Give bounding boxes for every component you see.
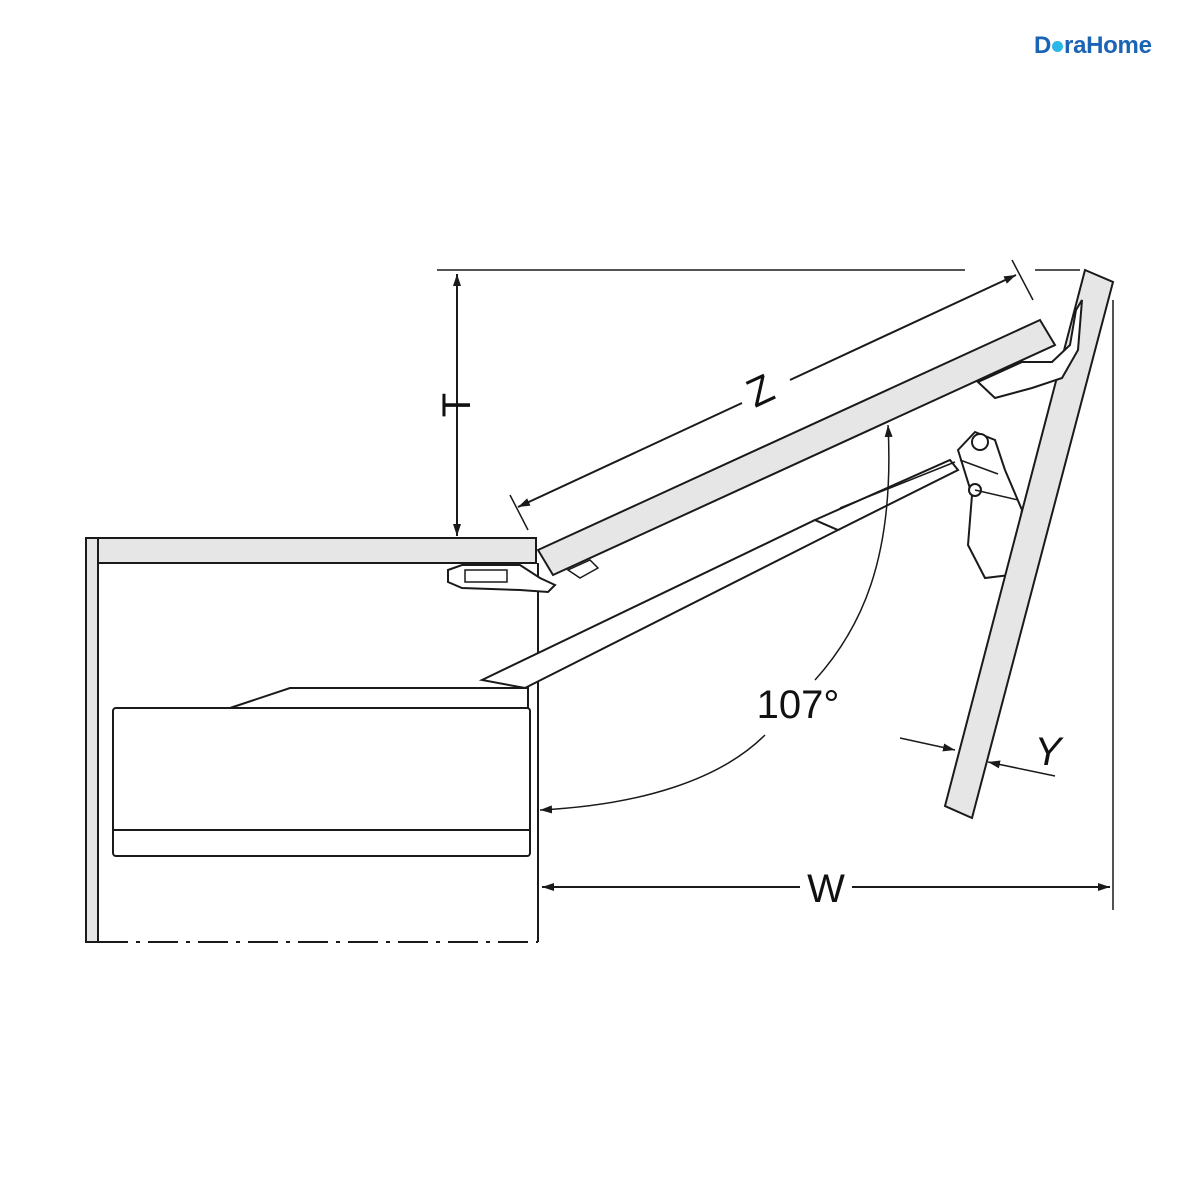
dimension-z-line-right [789,274,1017,381]
lower-flap-panel [943,268,1115,820]
upper-flap-panel [536,318,1057,577]
mechanism-link-2 [959,459,999,475]
dimension-z-label: Z [740,366,781,416]
brand-logo-dot-icon [1052,41,1064,52]
dimension-z-extension-end [1011,259,1034,301]
drawer-front [112,707,531,857]
dimension-y-arrow-right [987,760,1056,777]
top-hinge-plate [464,569,508,583]
cabinet-side-wall [85,537,99,943]
lift-arm-piston-detail [839,461,956,509]
pivot-upper-icon [971,433,989,451]
mechanism-link [974,489,1019,501]
brand-logo-text-start: D [1034,32,1052,59]
dimension-t-label: T [435,393,479,417]
dimension-w-label: W [807,867,845,911]
dimension-z-line [517,402,743,508]
brand-logo-text-end: raHome [1064,32,1152,59]
upper-flap-hinge-clip [566,559,600,579]
cabinet-top-panel [97,537,537,564]
angle-label: 107° [757,683,840,727]
dimension-z-extension-start [509,494,529,531]
dimension-y-arrow-left [899,737,956,752]
dimension-y-label: Y [1035,730,1065,774]
lift-arm-piston [812,458,960,532]
middle-hinge [976,299,1083,400]
shelf-top-face [229,687,529,709]
angle-arc [539,734,766,814]
angle-arc-upper [814,424,893,681]
